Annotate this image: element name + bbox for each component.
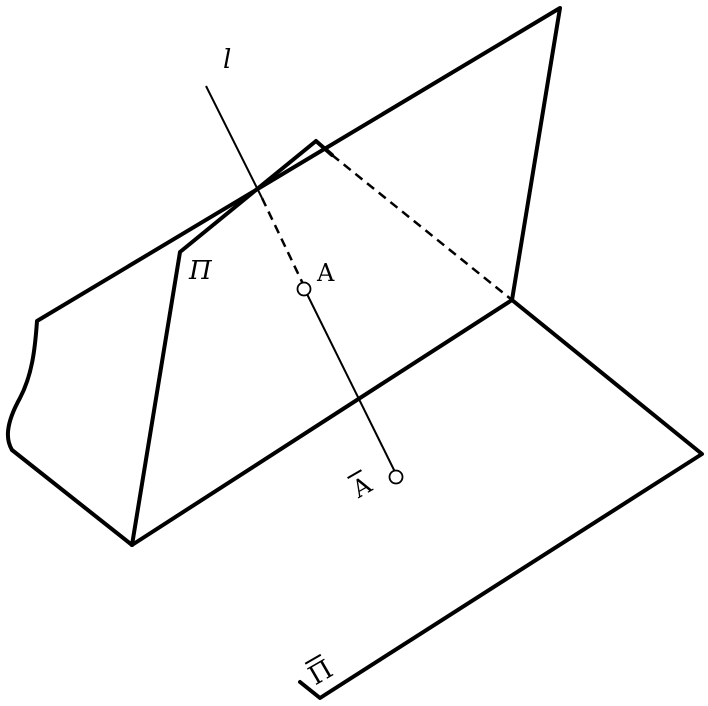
inclined-plane-hidden-edge: [331, 154, 513, 301]
line-l-visible-bottom: [305, 291, 397, 475]
plane-pi-projection-label: Π: [304, 654, 339, 691]
point-a-projection-label-group: A: [347, 469, 377, 504]
plane-pi-label: Π: [188, 256, 213, 286]
overline-mark: [347, 469, 362, 479]
line-l-hidden-segment: [260, 197, 306, 287]
point-a-label: A: [316, 259, 335, 287]
line-l-label: l: [223, 45, 231, 75]
line-l-visible-top: [205, 85, 263, 199]
plane-pi-projection-label-group: Π: [304, 653, 339, 692]
vertical-plane-outline: [5, 6, 562, 452]
inclined-plane-pi-outline: [130, 139, 334, 547]
overline-mark: [304, 653, 322, 665]
point-a-projection: [388, 469, 404, 485]
horizontal-plane-outline: [10, 298, 704, 700]
point-a: [296, 281, 312, 297]
